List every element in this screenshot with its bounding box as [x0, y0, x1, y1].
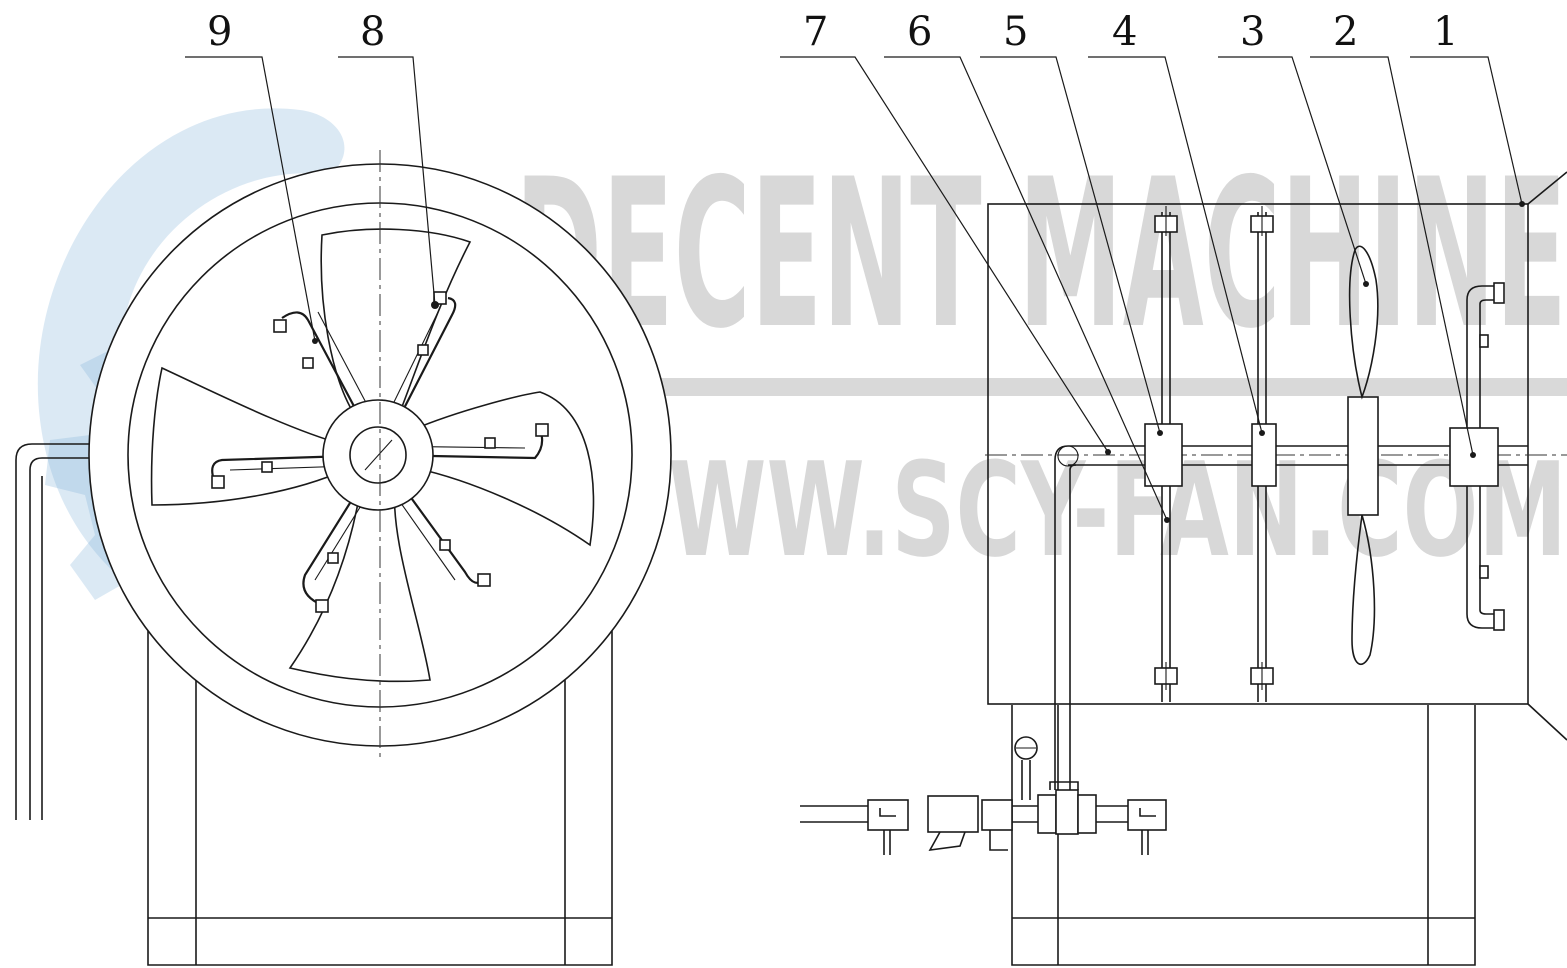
- front-supply-pipe: [15, 443, 92, 820]
- callout-9: 9: [207, 9, 232, 55]
- hub-block-5: [1144, 423, 1183, 487]
- fan-blades: [150, 228, 595, 683]
- spray-nozzles: [211, 291, 549, 613]
- callout-leaders: [185, 56, 1525, 523]
- side-view: [800, 171, 1567, 966]
- side-stand: [1011, 705, 1476, 966]
- callout-4: 4: [1112, 9, 1137, 55]
- impeller-hub: [1347, 396, 1379, 516]
- callout-2: 2: [1333, 9, 1358, 55]
- front-view: [15, 150, 672, 966]
- hub-block-2: [1449, 427, 1499, 487]
- callout-1: 1: [1433, 9, 1458, 55]
- side-housing: [987, 203, 1529, 705]
- callout-7: 7: [803, 9, 828, 55]
- callout-5: 5: [1003, 9, 1028, 55]
- watermark-brand: DECENT MACHINE: [515, 136, 1567, 374]
- valve-assembly: [800, 736, 1167, 855]
- callout-numbers: 9 8 7 6 5 4 3 2 1: [207, 9, 1458, 55]
- callout-6: 6: [907, 9, 932, 55]
- side-spray-arm: [1466, 282, 1505, 631]
- impeller-blade: [1348, 245, 1379, 666]
- callout-3: 3: [1240, 9, 1265, 55]
- front-stand: [147, 630, 613, 966]
- watermark-divider: [505, 378, 1567, 396]
- side-riser-pipe: [1054, 445, 1079, 790]
- watermark-website: WWW.SCY-FAN.COM: [570, 434, 1567, 586]
- callout-8: 8: [360, 9, 385, 55]
